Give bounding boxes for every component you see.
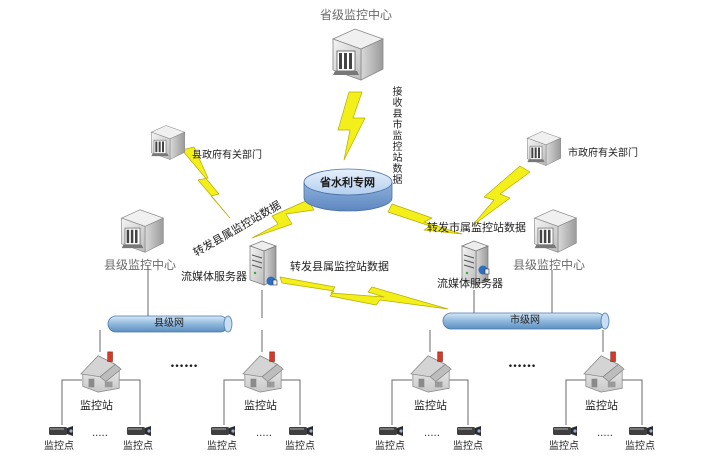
city-bus: [442, 312, 610, 330]
station-label: 监控站: [244, 399, 277, 412]
point-label: 监控点: [44, 441, 74, 452]
camera-icon: [457, 426, 481, 436]
receive-data-link-label: 接收县市监控站数据: [390, 86, 401, 185]
ellipsis-small: .....: [92, 428, 108, 439]
camera-icon: [379, 426, 403, 436]
lightning-net-city-icon: [387, 203, 463, 235]
ellipsis-small: .....: [256, 428, 272, 439]
station-house-icon: [80, 351, 122, 393]
camera-icon: [49, 426, 73, 436]
water-net-disk-icon: [303, 168, 393, 212]
county-center-computer-icon: [121, 209, 164, 253]
city-center-computer-icon: [534, 209, 577, 253]
water-net-label: 省水利专网: [320, 176, 375, 189]
camera-icon: [127, 426, 151, 436]
county-bus-label: 县级网: [154, 318, 184, 329]
camera-icon: [289, 426, 313, 436]
wires: [61, 265, 643, 425]
station-house-icon: [242, 351, 284, 393]
city-gov-label: 市政府有关部门: [568, 148, 638, 159]
lightning-links: [181, 91, 531, 310]
point-label: 监控点: [285, 441, 315, 452]
wire-tree-3: [391, 379, 469, 425]
city-server-label: 流媒体服务器: [437, 277, 503, 290]
ellipsis-small: .....: [597, 428, 613, 439]
city-center-label: 县级监控中心: [513, 258, 586, 272]
lightning-county-city-icon: [279, 276, 449, 310]
point-label: 监控点: [549, 441, 579, 452]
county-gov-computer-icon: [150, 125, 186, 160]
point-label: 监控点: [375, 441, 405, 452]
lightning-province-icon: [337, 91, 366, 161]
camera-icon: [629, 426, 653, 436]
station-house-icon: [410, 351, 452, 393]
province-center-computer-icon: [332, 28, 384, 81]
city-gov-computer-icon: [526, 131, 562, 166]
county-gov-label: 县政府有关部门: [192, 150, 262, 161]
wire-tree-2: [223, 379, 301, 425]
lightning-net-county-icon: [251, 199, 315, 239]
forward-county-link-label-b: 转发县属监控站数据: [290, 260, 389, 273]
county-center-label: 县级监控中心: [104, 258, 177, 272]
station-label: 监控站: [414, 399, 447, 412]
province-center-label: 省级监控中心: [320, 8, 393, 22]
ellipsis-city: ……: [508, 355, 536, 371]
station-label: 监控站: [585, 399, 618, 412]
camera-icon: [553, 426, 577, 436]
county-bus: [107, 315, 233, 333]
station-label: 监控站: [80, 399, 113, 412]
ellipsis-small: .....: [424, 428, 440, 439]
point-label: 监控点: [625, 441, 655, 452]
lightning-county-gov-icon: [181, 146, 231, 219]
county-server-label: 流媒体服务器: [181, 270, 247, 283]
ellipsis-county: ……: [170, 355, 198, 371]
point-label: 监控点: [453, 441, 483, 452]
wire-tree-1: [61, 379, 141, 425]
lightning-city-gov-icon: [471, 165, 531, 227]
wire-tree-4: [565, 379, 643, 425]
point-label: 监控点: [123, 441, 153, 452]
forward-city-link-label: 转发市属监控站数据: [427, 221, 526, 234]
camera-icon: [211, 426, 235, 436]
point-label: 监控点: [207, 441, 237, 452]
city-bus-label: 市级网: [510, 315, 540, 326]
station-house-icon: [583, 351, 625, 393]
